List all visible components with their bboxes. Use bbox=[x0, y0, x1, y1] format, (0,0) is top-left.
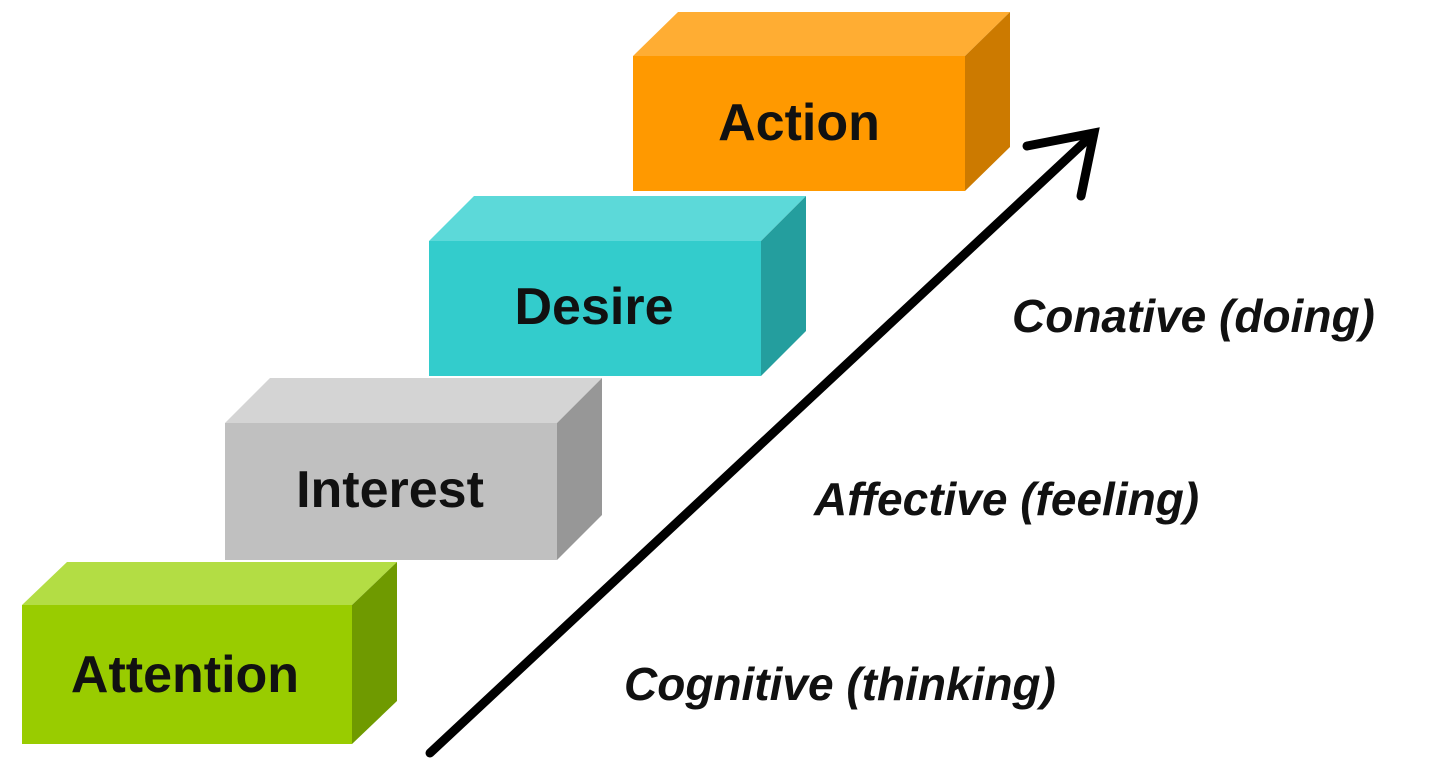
step-attention-side bbox=[352, 562, 397, 744]
step-desire-label: Desire bbox=[515, 278, 674, 336]
step-interest-front bbox=[225, 423, 557, 560]
step-interest-top bbox=[225, 378, 602, 423]
step-action-front bbox=[633, 56, 965, 191]
arrow-shaft bbox=[425, 132, 1095, 758]
step-desire-front bbox=[429, 241, 761, 376]
step-interest-label: Interest bbox=[296, 461, 484, 519]
step-desire: Desire bbox=[429, 196, 806, 376]
step-attention: Attention bbox=[22, 562, 397, 744]
step-desire-side bbox=[761, 196, 806, 376]
step-interest: Interest bbox=[225, 378, 602, 560]
step-action-top bbox=[633, 12, 1010, 56]
stage-cognitive-label: Cognitive (thinking) bbox=[624, 658, 1056, 710]
step-interest-side bbox=[557, 378, 602, 560]
stage-conative-label: Conative (doing) bbox=[1012, 290, 1375, 342]
step-action-side bbox=[965, 12, 1010, 191]
stage-affective-label: Affective (feeling) bbox=[813, 473, 1199, 525]
step-attention-top bbox=[22, 562, 397, 605]
step-action: Action bbox=[633, 12, 1010, 191]
up-right-arrow-icon bbox=[425, 127, 1100, 758]
arrow-head bbox=[1022, 127, 1100, 201]
step-attention-label: Attention bbox=[71, 646, 299, 704]
step-attention-front bbox=[22, 605, 352, 744]
step-desire-top bbox=[429, 196, 806, 241]
step-action-label: Action bbox=[718, 94, 880, 152]
